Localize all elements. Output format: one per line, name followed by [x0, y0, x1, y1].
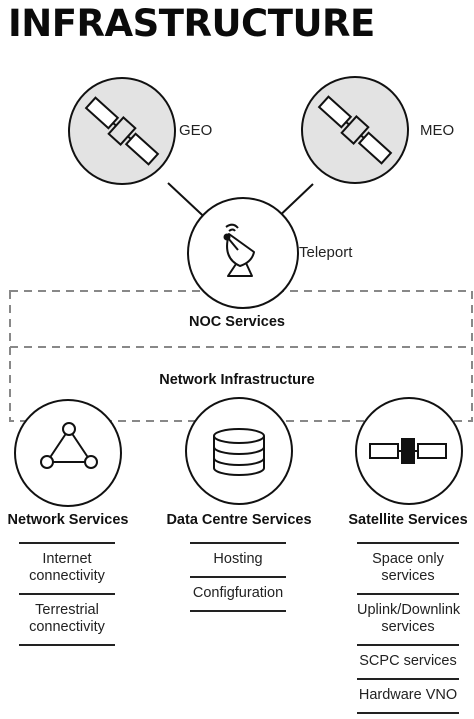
satellite-services-list: Space only services Uplink/Downlink serv… [357, 542, 460, 714]
network-triangle-icon [40, 422, 98, 469]
list-item: Configfuration [190, 576, 286, 612]
list-item: Hardware VNO [357, 678, 459, 714]
list-item: Uplink/Downlink services [357, 593, 460, 644]
list-item: SCPC services [357, 644, 459, 678]
satellite-icon [369, 438, 447, 464]
teleport-label: Teleport [299, 244, 353, 261]
network-services-node [14, 399, 122, 507]
database-icon [213, 428, 265, 476]
meo-label: MEO [420, 122, 455, 139]
network-infrastructure-label: Network Infrastructure [159, 372, 315, 388]
meo-node [301, 76, 409, 184]
geo-label: GEO [179, 122, 213, 139]
teleport-node [187, 197, 299, 309]
data-centre-services-list: Hosting Configfuration [190, 542, 286, 612]
noc-services-label: NOC Services [189, 314, 285, 330]
list-item: Hosting [190, 542, 286, 576]
satellite-dish-icon [223, 223, 255, 277]
page-title: INFRASTRUCTURE [8, 2, 375, 45]
list-item: Space only services [357, 542, 459, 593]
satellite-icon [84, 96, 160, 166]
satellite-services-node [355, 397, 463, 505]
data-centre-node [185, 397, 293, 505]
data-centre-services-title: Data Centre Services [166, 512, 312, 528]
satellite-services-title: Satellite Services [348, 512, 468, 528]
satellite-icon [317, 95, 393, 165]
list-item: Terrestrial connectivity [19, 593, 115, 646]
geo-node [68, 77, 176, 185]
network-services-title: Network Services [7, 512, 129, 528]
list-item: Internet connectivity [19, 542, 115, 593]
network-services-list: Internet connectivity Terrestrial connec… [19, 542, 115, 646]
